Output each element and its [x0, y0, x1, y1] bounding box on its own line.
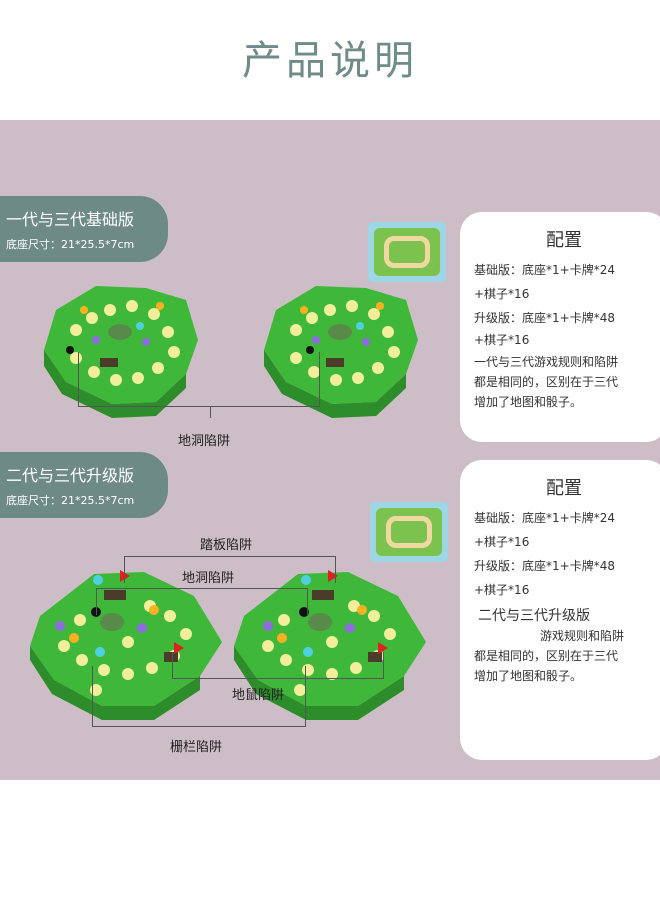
card-line: +棋子*16	[474, 583, 530, 597]
section1-heading: 一代与三代基础版	[6, 210, 135, 229]
card-line: +棋子*16	[474, 287, 530, 301]
callout-line	[172, 652, 384, 679]
trap-label-hole: 地洞陷阱	[178, 434, 231, 449]
callout-line	[78, 352, 320, 407]
card-line: 都是相同的，区别在于三代	[474, 649, 619, 663]
card-line: 二代与三代升级版	[478, 608, 590, 624]
config-card-basic: 配置 基础版：底座*1+卡牌*24 +棋子*16 升级版：底座*1+卡牌*48 …	[460, 212, 660, 442]
card-heading: 配置	[546, 230, 582, 251]
game-map-image	[368, 222, 446, 282]
trap-label-mole: 地鼠陷阱	[232, 688, 285, 703]
card-line: 基础版：底座*1+卡牌*24	[474, 511, 615, 525]
game-board-illustration	[30, 570, 222, 720]
callout-line	[210, 406, 211, 418]
game-board-illustration	[264, 286, 418, 418]
card-line: 都是相同的，区别在于三代	[474, 375, 619, 389]
card-line: 一代与三代游戏规则和陷阱	[474, 355, 619, 369]
section1-size: 底座尺寸：21*25.5*7cm	[6, 238, 135, 251]
card-line: 增加了地图和骰子。	[474, 669, 583, 683]
trap-label-fence: 栅栏陷阱	[170, 740, 223, 755]
trap-label-hole-2: 地洞陷阱	[182, 571, 235, 586]
card-line: +棋子*16	[474, 535, 530, 549]
card-line: 升级版：底座*1+卡牌*48	[474, 559, 615, 573]
game-board-illustration	[44, 286, 198, 418]
card-heading: 配置	[546, 478, 582, 499]
callout-line	[96, 588, 308, 615]
game-board-illustration	[234, 570, 426, 720]
section2-heading: 二代与三代升级版	[6, 466, 135, 485]
section1-badge: 一代与三代基础版 底座尺寸：21*25.5*7cm	[0, 196, 168, 262]
config-card-upgrade: 配置 基础版：底座*1+卡牌*24 +棋子*16 升级版：底座*1+卡牌*48 …	[460, 460, 660, 760]
trap-label-pedal: 踏板陷阱	[200, 538, 253, 553]
card-line: +棋子*16	[474, 333, 530, 347]
callout-line	[92, 666, 306, 727]
card-line: 增加了地图和骰子。	[474, 395, 583, 409]
page-title: 产品说明	[242, 38, 418, 84]
game-map-image	[370, 502, 448, 562]
card-line: 升级版：底座*1+卡牌*48	[474, 311, 615, 325]
section2-size: 底座尺寸：21*25.5*7cm	[6, 494, 135, 507]
card-line: 基础版：底座*1+卡牌*24	[474, 263, 615, 277]
section2-badge: 二代与三代升级版 底座尺寸：21*25.5*7cm	[0, 452, 168, 518]
card-line: 游戏规则和陷阱	[540, 629, 625, 643]
callout-line	[124, 556, 336, 583]
